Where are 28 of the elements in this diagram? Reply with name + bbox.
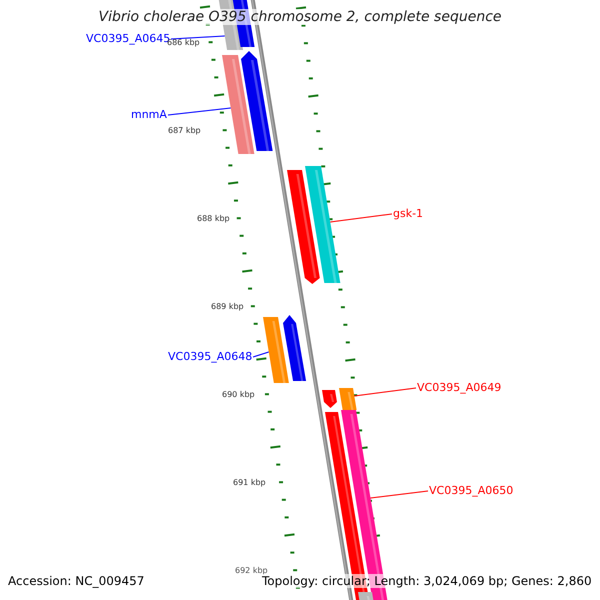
gene-label: VC0395_A0648 [168,350,252,363]
scale-label: 689 kbp [211,302,244,312]
scale-label: 690 kbp [222,390,255,400]
gene-bar [358,592,374,600]
gene-bar [322,390,337,408]
gene-label: VC0395_A0649 [417,381,502,394]
leader-line [330,214,392,222]
gene-bar [287,170,320,284]
leader-line [252,352,270,358]
gene-label: mnmA [131,108,167,121]
gene-bar [283,315,306,381]
gene-bar [241,51,273,151]
gene-bar [339,388,357,410]
scale-label: 688 kbp [197,214,230,224]
leader-line [168,108,232,116]
leader-line [170,36,226,40]
genome-info-text: Topology: circular; Length: 3,024,069 bp; Genes: 2,860 [262,574,592,588]
accession-text: Accession: NC_009457 [8,574,144,588]
leader-line [370,490,428,498]
gene-bar [263,317,289,383]
scale-label: 691 kbp [233,478,266,488]
gene-label: VC0395_A0650 [429,484,514,497]
scale-label: 692 kbp [235,566,268,576]
gene-label: gsk-1 [393,207,424,220]
gene-bar [305,166,340,283]
gene-bar [222,55,254,154]
scale-label: 687 kbp [168,126,201,136]
leader-line [354,388,416,396]
